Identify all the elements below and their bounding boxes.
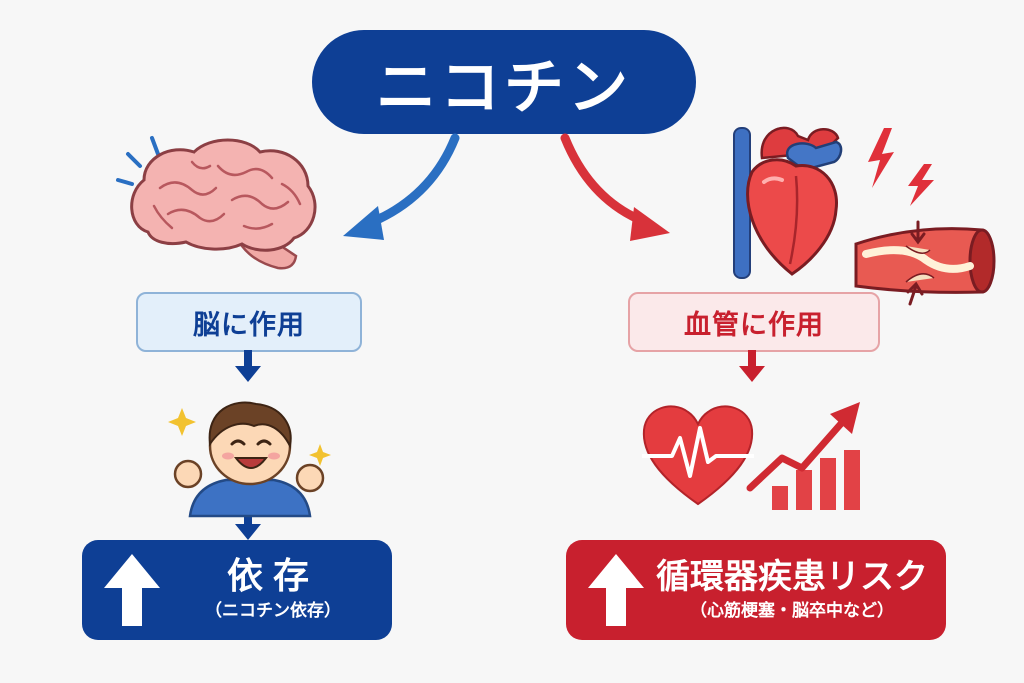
happy-boy-icon — [168, 401, 331, 518]
brain-icon — [116, 136, 317, 270]
dependence-title: 依存 — [226, 556, 319, 597]
rising-risk-icon — [746, 402, 860, 510]
blue-down-arrow — [235, 350, 261, 382]
blue-down-arrow-2 — [235, 512, 261, 540]
heartbeat-icon — [642, 405, 754, 506]
brain-action-label: 脳に作用 — [136, 292, 362, 352]
cardiovascular-risk-subtitle: （心筋梗塞・脳卒中など） — [690, 601, 894, 621]
heart-organ-icon — [733, 126, 843, 279]
red-down-arrow — [739, 350, 765, 382]
dependence-subtitle: （ニコチン依存） — [205, 601, 341, 621]
lightning-icon — [868, 128, 934, 206]
red-curved-arrow — [560, 133, 670, 241]
up-arrow-icon — [104, 554, 160, 626]
nicotine-title: ニコチン — [312, 30, 696, 134]
blue-curved-arrow — [343, 133, 460, 240]
cardiovascular-risk-box: 循環器疾患リスク （心筋梗塞・脳卒中など） — [566, 540, 946, 640]
up-arrow-icon — [588, 554, 644, 626]
blood-vessel-icon — [854, 220, 996, 306]
vessel-action-label: 血管に作用 — [628, 292, 880, 352]
dependence-result-box: 依存 （ニコチン依存） — [82, 540, 392, 640]
cardiovascular-risk-title: 循環器疾患リスク — [656, 557, 928, 597]
